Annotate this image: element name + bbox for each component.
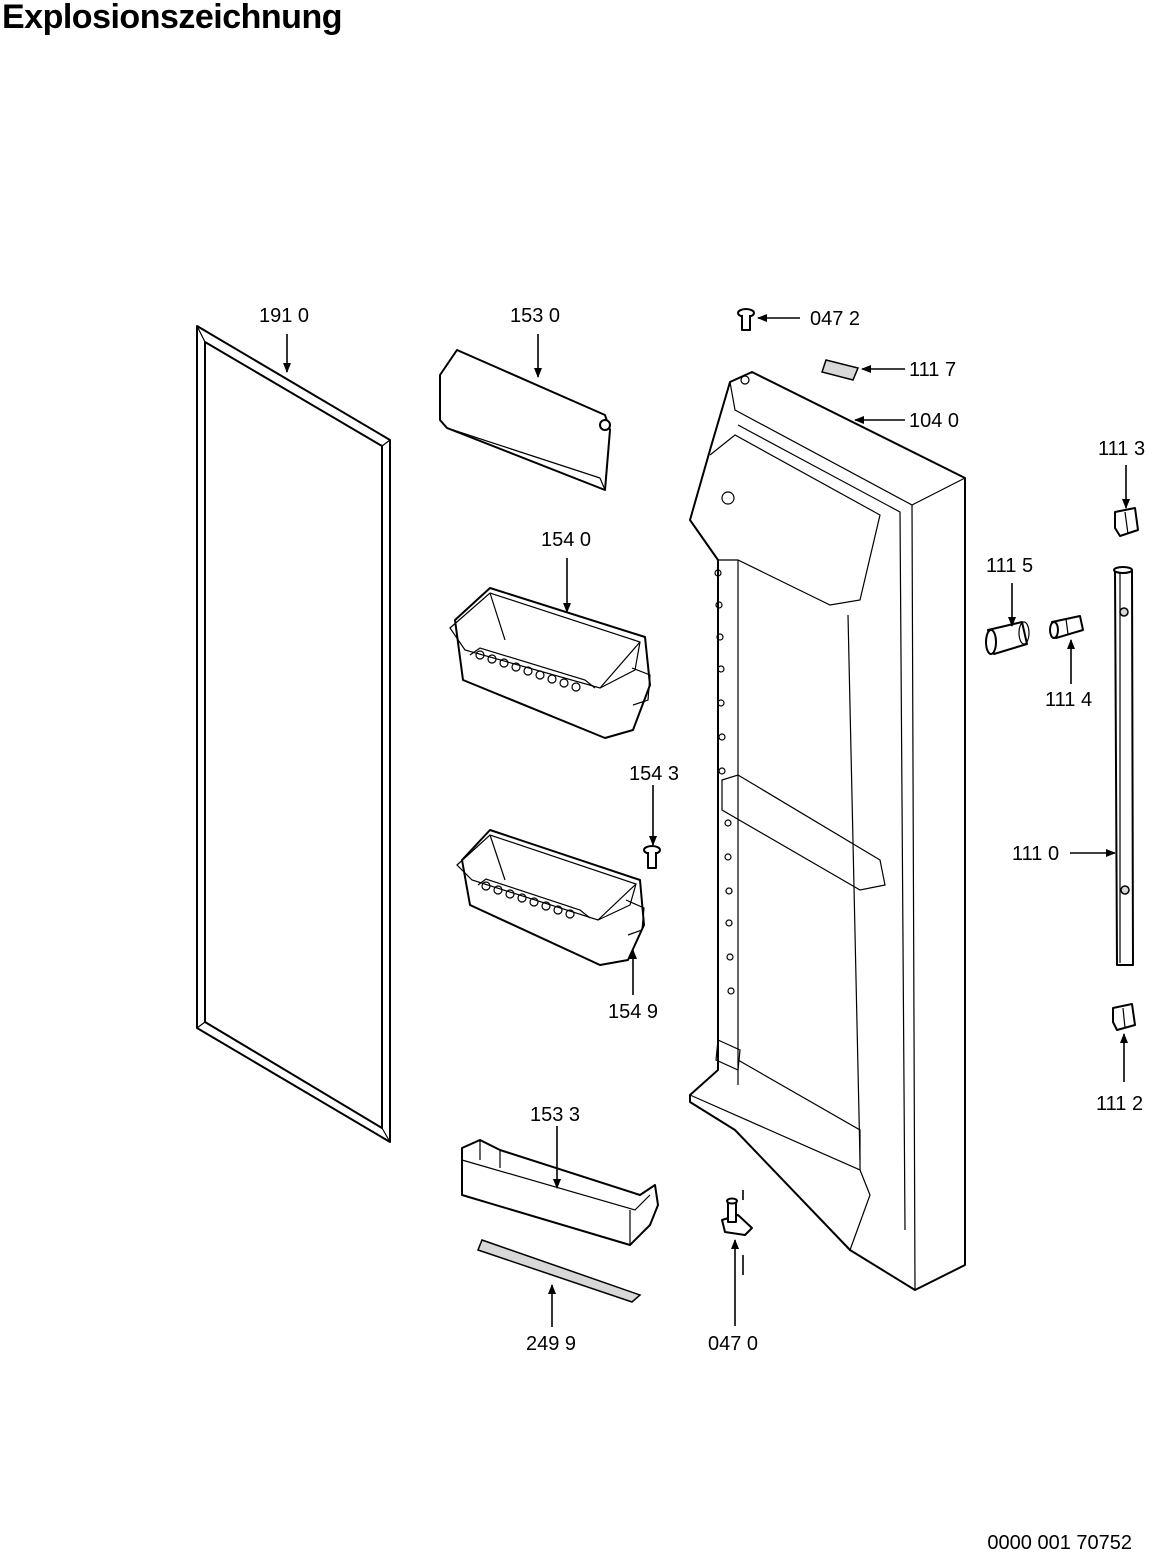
part-label-1530: 153 0	[510, 305, 560, 327]
part-label-1115: 111 5	[986, 555, 1033, 577]
page-title: Explosionszeichnung	[2, 0, 342, 36]
document-number: 0000 001 70752	[987, 1532, 1132, 1554]
lower-door-bin-part	[456, 829, 645, 966]
door-gasket-part	[196, 325, 391, 1143]
leader-lines	[283, 314, 1130, 1327]
part-label-1533: 153 3	[530, 1104, 580, 1126]
door-handle-part	[1113, 566, 1134, 966]
cover-plate-part	[821, 359, 860, 381]
shelf-trim-strip-part	[477, 1239, 642, 1303]
bottom-shelf-part	[461, 1139, 659, 1246]
door-inner-liner-part	[689, 371, 966, 1291]
top-hinge-pin-part	[737, 308, 755, 331]
part-label-0472: 047 2	[810, 308, 860, 330]
handle-top-cap-part	[1114, 507, 1139, 537]
part-label-0470: 047 0	[708, 1333, 758, 1355]
handle-bushing-part	[1049, 615, 1084, 639]
part-label-1112: 111 2	[1096, 1093, 1143, 1115]
part-label-1114: 111 4	[1045, 689, 1092, 711]
part-label-1543: 154 3	[629, 763, 679, 785]
part-label-1910: 191 0	[259, 305, 309, 327]
bottom-hinge-part	[721, 1190, 753, 1275]
screw-part	[643, 845, 661, 869]
part-label-1040: 104 0	[909, 410, 959, 432]
handle-bottom-cap-part	[1112, 1003, 1136, 1031]
part-label-1113: 111 3	[1098, 438, 1145, 460]
upper-door-bin-part	[449, 587, 651, 739]
part-label-1110: 111 0	[1012, 843, 1059, 865]
part-labels: 191 0 153 0 047 2 111 7 104 0 111 3 154 …	[259, 305, 1145, 1355]
top-shelf-lid-part	[439, 349, 611, 491]
part-label-2499: 249 9	[526, 1333, 576, 1355]
part-label-1117: 111 7	[909, 359, 956, 381]
handle-cylinder-part	[985, 621, 1030, 655]
part-label-1540: 154 0	[541, 529, 591, 551]
part-label-1549: 154 9	[608, 1001, 658, 1023]
